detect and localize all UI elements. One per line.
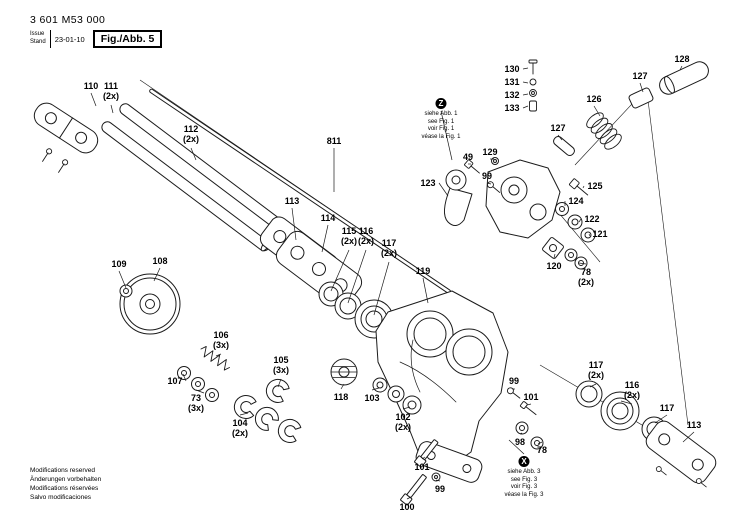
screw	[655, 466, 667, 476]
leader-lines	[90, 65, 695, 500]
stand-label: Stand	[30, 39, 46, 45]
screw-stack	[528, 59, 538, 112]
note-badge-x: X	[518, 456, 530, 467]
footer-line: Modifications reserved	[30, 467, 96, 474]
reference-note-x: X siehe Abb. 3 see Fig. 3 voir Fig. 3 vé…	[504, 456, 544, 499]
bolt	[569, 178, 589, 196]
part-number: 3 601 M53 000	[30, 14, 106, 26]
note-line: see Fig. 1	[427, 118, 455, 125]
figure-label: Fig./Abb. 5	[92, 30, 163, 48]
footer-line: Änderungen vorbehalten	[30, 476, 102, 483]
screw	[464, 159, 480, 174]
note-line: siehe Abb. 3	[507, 469, 541, 475]
parts-art	[33, 59, 717, 506]
end-plate	[645, 420, 717, 484]
note-badge-z: Z	[435, 98, 447, 109]
screw	[695, 478, 707, 488]
square-nut	[542, 237, 564, 259]
bracket-screw	[58, 159, 69, 173]
main-housing	[375, 290, 509, 483]
guide-tube	[101, 121, 270, 252]
washer-train	[318, 281, 394, 339]
screw	[506, 387, 521, 399]
note-line: véase la Fig. 3	[504, 491, 544, 498]
modifications-footer: Modifications reserved Änderungen vorbeh…	[30, 466, 101, 502]
pulley-wheel	[119, 273, 181, 335]
pin	[628, 87, 654, 109]
clamp-bracket	[33, 102, 99, 154]
cylinder	[659, 61, 709, 95]
pin	[553, 135, 575, 157]
note-line: voir Fig. 3	[510, 484, 538, 490]
issue-labels: Issue Stand	[30, 30, 46, 48]
reference-note-z: Z siehe Abb. 1 see Fig. 1 voir Fig. 1 vé…	[421, 98, 461, 141]
note-line: voir Fig. 1	[427, 126, 455, 132]
spring	[200, 345, 230, 371]
note-line: siehe Abb. 1	[424, 111, 458, 117]
divider	[49, 30, 51, 48]
note-line: véase la Fig. 1	[421, 133, 461, 140]
hex-bolt	[400, 474, 427, 506]
bracket-screw	[42, 148, 53, 162]
footer-line: Salvo modificaciones	[30, 494, 92, 501]
clamp-knob	[330, 358, 358, 386]
note-line: see Fig. 3	[510, 476, 538, 483]
lever-arm	[444, 169, 473, 226]
title-block: 3 601 M53 000 Issue Stand 23-01-10 Fig./…	[30, 14, 163, 48]
issue-block: Issue Stand 23-01-10 Fig./Abb. 5	[30, 30, 163, 48]
issue-label: Issue	[30, 31, 45, 37]
footer-line: Modifications réservées	[30, 485, 99, 492]
issue-date: 23-01-10	[54, 34, 85, 44]
pivot-bracket	[485, 159, 561, 239]
coil-spring	[586, 112, 622, 150]
screw	[519, 401, 537, 416]
retaining-clips	[233, 378, 302, 443]
